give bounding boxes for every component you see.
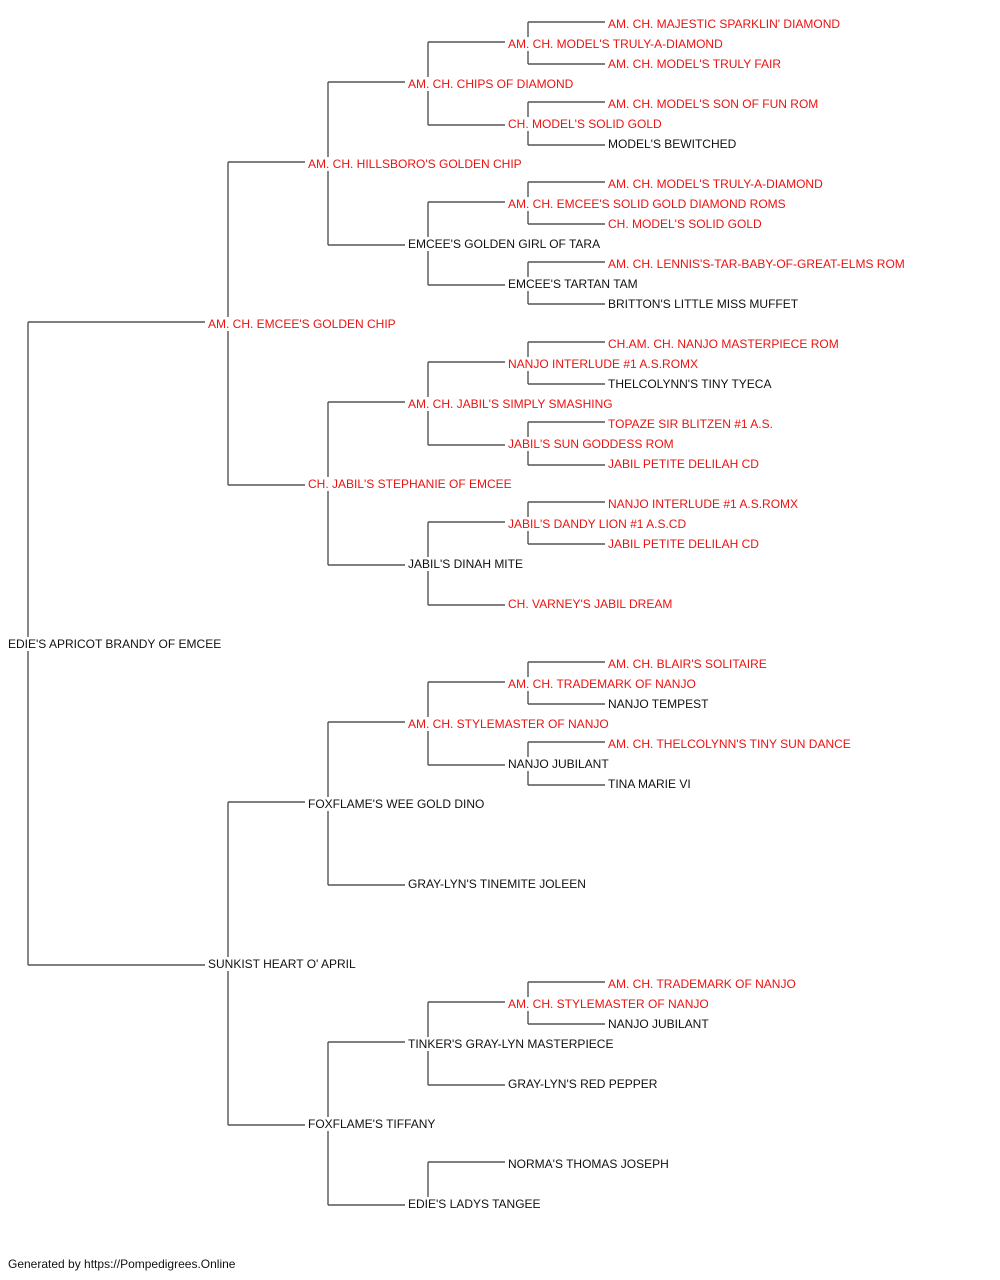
ancestor-name: NANJO JUBILANT [608, 1017, 711, 1031]
ancestor-name: AM. CH. JABIL'S SIMPLY SMASHING [408, 397, 615, 411]
ancestor-name: GRAY-LYN'S RED PEPPER [508, 1077, 660, 1091]
ancestor-name: JABIL PETITE DELILAH CD [608, 537, 761, 551]
ancestor-name: CH. MODEL'S SOLID GOLD [508, 117, 664, 131]
ancestor-name: AM. CH. CHIPS OF DIAMOND [408, 77, 576, 91]
ancestor-name: JABIL'S DINAH MITE [408, 557, 525, 571]
ancestor-name: AM. CH. TRADEMARK OF NANJO [608, 977, 798, 991]
ancestor-name: AM. CH. EMCEE'S SOLID GOLD DIAMOND ROMS [508, 197, 788, 211]
ancestor-name: AM. CH. BLAIR'S SOLITAIRE [608, 657, 769, 671]
subject-name: EDIE'S APRICOT BRANDY OF EMCEE [8, 637, 224, 651]
ancestor-name: AM. CH. MAJESTIC SPARKLIN' DIAMOND [608, 17, 843, 31]
footer-credit: Generated by https://Pompedigrees.Online [8, 1257, 236, 1271]
ancestor-name: TOPAZE SIR BLITZEN #1 A.S. [608, 417, 775, 431]
ancestor-name: CH. VARNEY'S JABIL DREAM [508, 597, 675, 611]
ancestor-name: CH.AM. CH. NANJO MASTERPIECE ROM [608, 337, 841, 351]
ancestor-name: JABIL PETITE DELILAH CD [608, 457, 761, 471]
ancestor-name: AM. CH. MODEL'S SON OF FUN ROM [608, 97, 821, 111]
ancestor-name: AM. CH. MODEL'S TRULY FAIR [608, 57, 783, 71]
ancestor-name: NANJO TEMPEST [608, 697, 711, 711]
sire-name: AM. CH. EMCEE'S GOLDEN CHIP [208, 317, 398, 331]
ancestor-name: EDIE'S LADYS TANGEE [408, 1197, 543, 1211]
ancestor-name: TINA MARIE VI [608, 777, 693, 791]
ancestor-name: NANJO INTERLUDE #1 A.S.ROMX [608, 497, 801, 511]
ancestor-name: AM. CH. STYLEMASTER OF NANJO [508, 997, 711, 1011]
ancestor-name: EMCEE'S TARTAN TAM [508, 277, 640, 291]
ancestor-name: EMCEE'S GOLDEN GIRL OF TARA [408, 237, 603, 251]
ancestor-name: NANJO INTERLUDE #1 A.S.ROMX [508, 357, 701, 371]
ancestor-name: AM. CH. MODEL'S TRULY-A-DIAMOND [508, 37, 725, 51]
ancestor-name: AM. CH. STYLEMASTER OF NANJO [408, 717, 611, 731]
ancestor-name: BRITTON'S LITTLE MISS MUFFET [608, 297, 801, 311]
ancestor-name: THELCOLYNN'S TINY TYECA [608, 377, 774, 391]
ancestor-name: JABIL'S DANDY LION #1 A.S.CD [508, 517, 689, 531]
ancestor-name: AM. CH. LENNIS'S-TAR-BABY-OF-GREAT-ELMS … [608, 257, 907, 271]
sire-dam-name: CH. JABIL'S STEPHANIE OF EMCEE [308, 477, 514, 491]
ancestor-name: AM. CH. TRADEMARK OF NANJO [508, 677, 698, 691]
ancestor-name: GRAY-LYN'S TINEMITE JOLEEN [408, 877, 588, 891]
sire-sire-name: AM. CH. HILLSBORO'S GOLDEN CHIP [308, 157, 524, 171]
ancestor-name: AM. CH. THELCOLYNN'S TINY SUN DANCE [608, 737, 853, 751]
ancestor-name: TINKER'S GRAY-LYN MASTERPIECE [408, 1037, 616, 1051]
ancestor-name: JABIL'S SUN GODDESS ROM [508, 437, 676, 451]
dam-sire-name: FOXFLAME'S WEE GOLD DINO [308, 797, 487, 811]
ancestor-name: NANJO JUBILANT [508, 757, 611, 771]
ancestor-name: MODEL'S BEWITCHED [608, 137, 739, 151]
ancestor-name: CH. MODEL'S SOLID GOLD [608, 217, 764, 231]
ancestor-name: NORMA'S THOMAS JOSEPH [508, 1157, 671, 1171]
ancestor-name: AM. CH. MODEL'S TRULY-A-DIAMOND [608, 177, 825, 191]
dam-name: SUNKIST HEART O' APRIL [208, 957, 358, 971]
dam-dam-name: FOXFLAME'S TIFFANY [308, 1117, 438, 1131]
